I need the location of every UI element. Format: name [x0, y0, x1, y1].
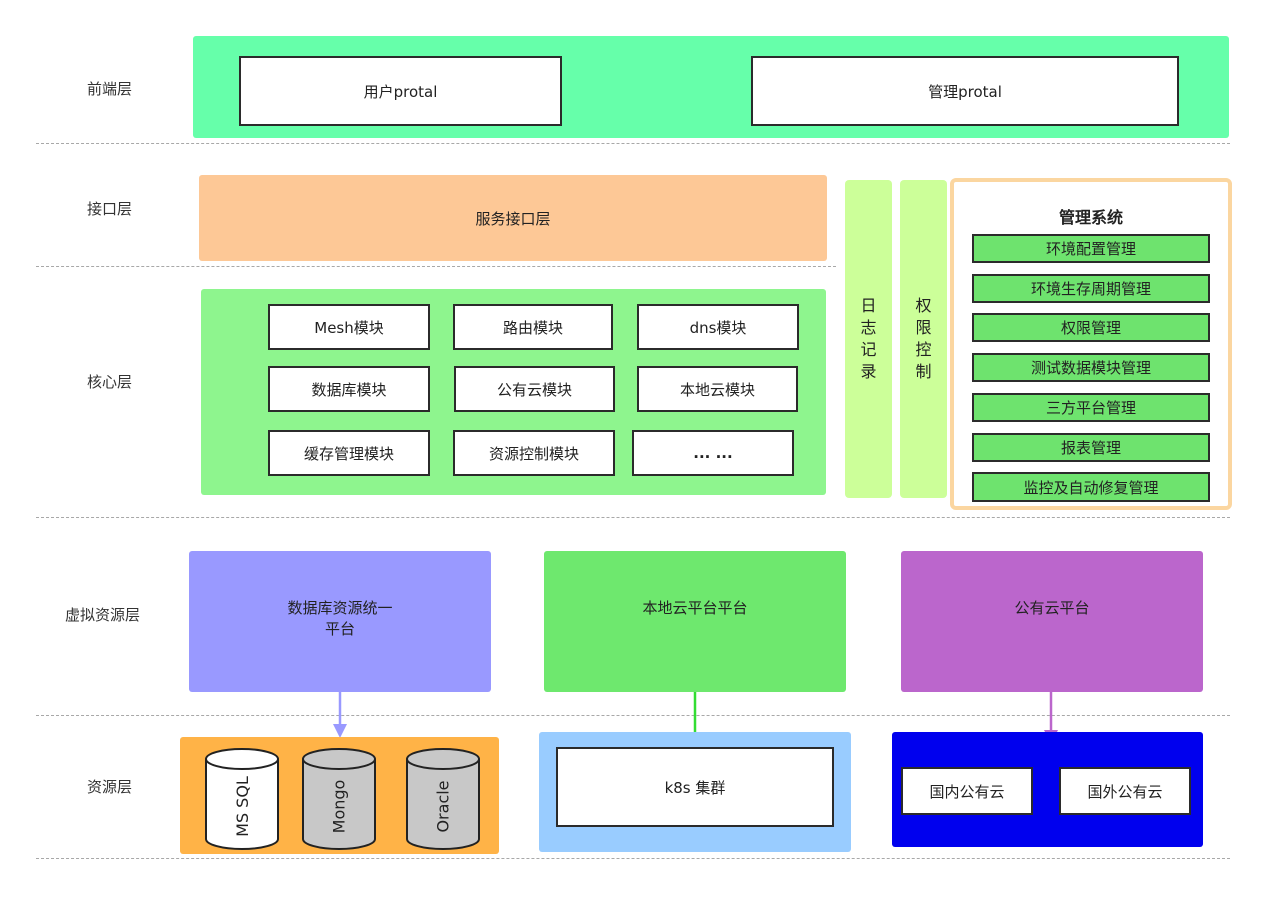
db-cylinder-mongo: Mongo: [301, 747, 377, 851]
core-module-more: ... ...: [632, 430, 794, 476]
user-portal-box: 用户protal: [239, 56, 562, 126]
management-item: 报表管理: [972, 433, 1210, 462]
layer-label-virtual: 虚拟资源层: [65, 606, 141, 624]
management-item: 三方平台管理: [972, 393, 1210, 422]
core-module-mesh: Mesh模块: [268, 304, 430, 350]
db-platform-label-line1: 数据库资源统一: [287, 599, 393, 617]
public-cloud-resource-panel: 国内公有云 国外公有云: [892, 732, 1203, 847]
layer-divider: [36, 858, 1230, 859]
database-icon: [205, 748, 279, 850]
log-char: 录: [860, 362, 877, 381]
db-label-mongo: Mongo: [329, 779, 349, 833]
management-item: 权限管理: [972, 313, 1210, 342]
core-module-routing: 路由模块: [453, 304, 613, 350]
frontend-panel: 用户protal 管理protal: [193, 36, 1229, 138]
log-char: 日: [860, 296, 877, 315]
admin-portal-box: 管理protal: [751, 56, 1179, 126]
layer-divider: [36, 266, 836, 267]
db-label-mssql: MS SQL: [232, 775, 252, 837]
k8s-cluster-box: k8s 集群: [556, 747, 834, 827]
log-char: 记: [860, 340, 877, 359]
core-module-public-cloud: 公有云模块: [454, 366, 615, 412]
layer-label-interface: 接口层: [87, 200, 133, 218]
permission-char: 制: [915, 362, 932, 381]
core-module-resource-control: 资源控制模块: [453, 430, 615, 476]
db-resource-panel: MS SQL Mongo Oracle: [180, 737, 499, 854]
management-panel: 管理系统 环境配置管理 环境生存周期管理 权限管理 测试数据模块管理 三方平台管…: [950, 178, 1232, 510]
layer-label-frontend: 前端层: [87, 80, 133, 98]
database-icon: [302, 748, 376, 850]
log-column: 日 志 记 录: [845, 180, 892, 498]
public-cloud-platform-label: 公有云平台: [1014, 599, 1090, 617]
core-module-cache: 缓存管理模块: [268, 430, 430, 476]
log-char: 志: [860, 318, 877, 337]
management-title: 管理系统: [1058, 208, 1123, 227]
management-item: 测试数据模块管理: [972, 353, 1210, 382]
management-item: 监控及自动修复管理: [972, 472, 1210, 502]
management-item: 环境生存周期管理: [972, 274, 1210, 303]
layer-label-resource: 资源层: [87, 778, 133, 796]
layer-label-core: 核心层: [87, 373, 133, 391]
database-icon: [406, 748, 480, 850]
permission-char: 控: [915, 340, 932, 359]
permission-column: 权 限 控 制: [900, 180, 947, 498]
core-module-database: 数据库模块: [268, 366, 430, 412]
core-module-local-cloud: 本地云模块: [637, 366, 798, 412]
db-label-oracle: Oracle: [433, 779, 453, 833]
core-panel: Mesh模块 路由模块 dns模块 数据库模块 公有云模块 本地云模块 缓存管理…: [201, 289, 826, 495]
permission-char: 限: [915, 318, 932, 337]
management-item: 环境配置管理: [972, 234, 1210, 263]
db-cylinder-mssql: MS SQL: [204, 747, 280, 851]
db-cylinder-oracle: Oracle: [405, 747, 481, 851]
layer-divider: [36, 143, 1230, 144]
db-platform-label-line2: 平台: [324, 620, 355, 638]
db-platform-box: 数据库资源统一 平台: [189, 551, 491, 692]
core-module-dns: dns模块: [637, 304, 799, 350]
local-cloud-platform-box: 本地云平台平台: [544, 551, 846, 692]
service-interface-box: 服务接口层: [199, 175, 827, 261]
layer-divider: [36, 517, 1230, 518]
layer-divider: [36, 715, 1230, 716]
local-cloud-platform-label: 本地云平台平台: [642, 599, 748, 617]
k8s-resource-panel: k8s 集群: [539, 732, 851, 852]
foreign-cloud-box: 国外公有云: [1059, 767, 1191, 815]
permission-char: 权: [915, 296, 932, 315]
domestic-cloud-box: 国内公有云: [901, 767, 1033, 815]
arrow-db-to-resources: [333, 692, 347, 738]
public-cloud-platform-box: 公有云平台: [901, 551, 1203, 692]
